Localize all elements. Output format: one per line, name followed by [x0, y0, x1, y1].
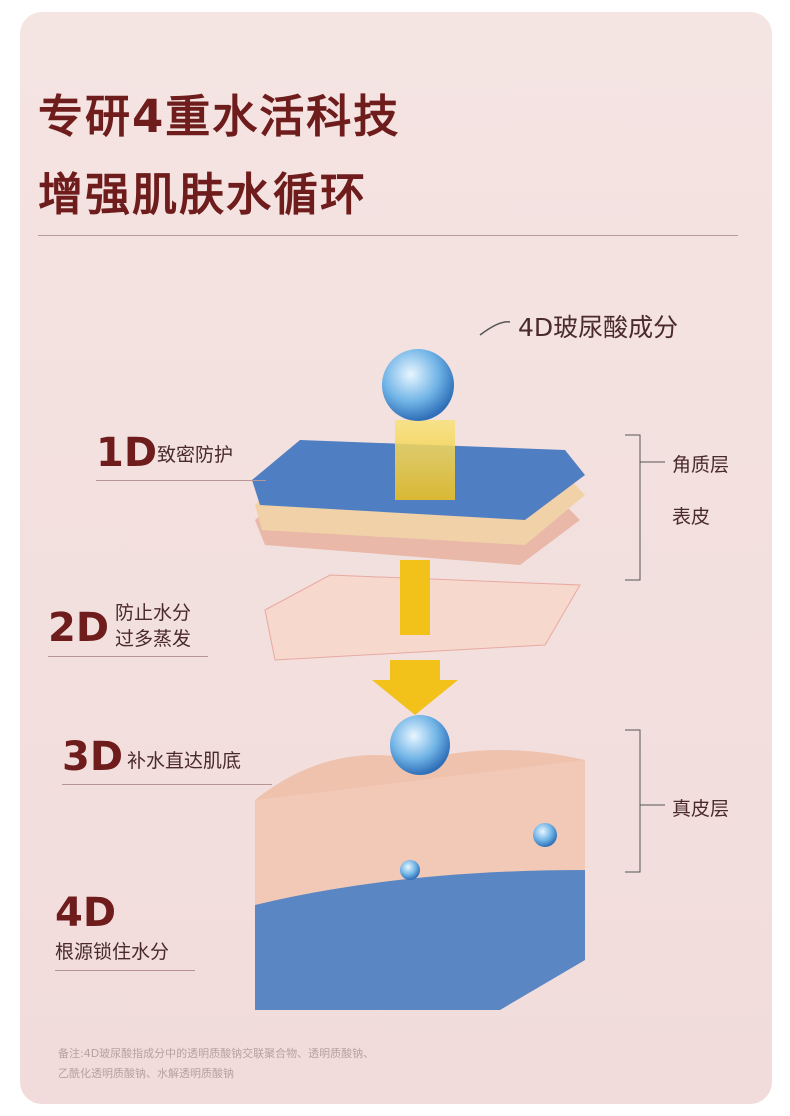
underline: [96, 480, 266, 481]
layer-2d-number: 2D: [48, 605, 110, 651]
title-line-1: 专研4重水活科技: [38, 90, 401, 143]
bracket-epidermis: [625, 434, 665, 581]
underline: [55, 970, 195, 971]
skin-layer-4d: [255, 870, 585, 1010]
down-arrow-icon: [372, 660, 458, 715]
label-epidermis: 表皮: [672, 506, 711, 528]
title-line-2: 增强肌肤水循环: [38, 168, 368, 221]
divider: [38, 235, 738, 236]
underline: [48, 656, 208, 657]
layer-3d-number: 3D: [62, 734, 124, 780]
underline: [62, 784, 272, 785]
curved-pointer-arrow: [479, 321, 511, 336]
layer-1d-desc: 致密防护: [157, 444, 234, 466]
label-dermis: 真皮层: [672, 798, 730, 820]
layer-3d-desc: 补水直达肌底: [127, 750, 242, 772]
layer-2d-desc-1: 防止水分: [115, 602, 192, 624]
layer-4d-number: 4D: [55, 890, 117, 936]
label-stratum-corneum: 角质层: [672, 454, 730, 476]
hyaluronic-bubble-icon: [382, 349, 454, 421]
ingredient-label: 4D玻尿酸成分: [518, 313, 679, 342]
footnote-line-1: 备注:4D玻尿酸指成分中的透明质酸钠交联聚合物、透明质酸钠、: [58, 1047, 375, 1060]
layer-1d-number: 1D: [96, 430, 158, 476]
light-beam: [395, 420, 455, 500]
bracket-dermis: [625, 729, 665, 873]
layer-4d-desc: 根源锁住水分: [55, 941, 170, 963]
footnote-line-2: 乙酰化透明质酸钠、水解透明质酸钠: [58, 1067, 234, 1080]
layer-2d-desc-2: 过多蒸发: [115, 628, 192, 650]
